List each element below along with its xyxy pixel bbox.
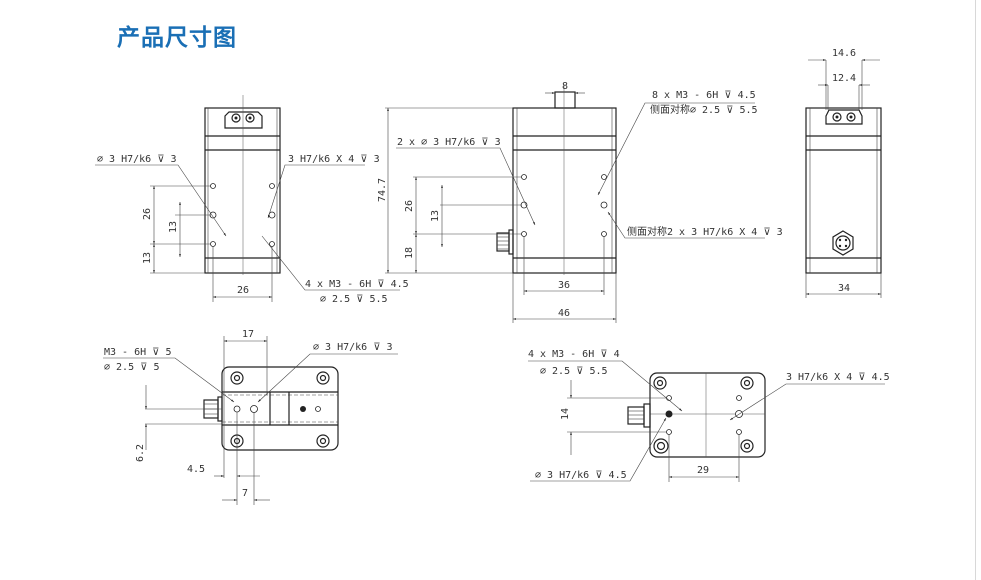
side-dim-8: 8 — [562, 81, 568, 92]
side-dim-26: 26 — [404, 200, 415, 212]
side-connector-icon — [627, 403, 651, 428]
top-connector-icon — [224, 111, 263, 129]
bottom-dim-29: 29 — [697, 465, 709, 476]
top-dim-17: 17 — [242, 329, 254, 340]
front-note-bottom-2: ∅ 2.5 ⊽ 5.5 — [320, 294, 388, 305]
side-note-left: 2 x ∅ 3 H7/k6 ⊽ 3 — [397, 137, 501, 148]
bottom-dim-14: 14 — [560, 408, 571, 420]
side-dim-46: 46 — [558, 308, 570, 319]
side-note-top-2: 侧面对称∅ 2.5 ⊽ 5.5 — [650, 103, 758, 116]
top-connector-icon — [825, 109, 863, 125]
front-dim-26-h: 26 — [237, 285, 249, 296]
round-connector-icon — [832, 230, 854, 256]
bottom-note-bottom: ∅ 3 H7/k6 ⊽ 4.5 — [535, 470, 627, 481]
side-dim-13: 13 — [430, 210, 441, 222]
top-dim-6-2: 6.2 — [135, 444, 146, 462]
bottom-note-top-2: ∅ 2.5 ⊽ 5.5 — [540, 366, 608, 377]
back-dim-12-4: 12.4 — [832, 73, 856, 84]
bottom-view: 14 29 4 x M3 - 6H ⊽ 4 ∅ 2.5 ⊽ 5.5 3 H7/k… — [528, 349, 890, 482]
top-note-right: ∅ 3 H7/k6 ⊽ 3 — [313, 342, 393, 353]
top-note-left-2: ∅ 2.5 ⊽ 5 — [104, 362, 159, 373]
top-view: 17 6.2 4.5 7 M3 - 6H ⊽ 5 ∅ 2.5 ⊽ 5 ∅ 3 H… — [103, 329, 398, 505]
divider — [975, 0, 976, 580]
front-dim-13-v: 13 — [168, 221, 179, 233]
back-view: 14.6 12.4 34 — [805, 48, 882, 298]
front-dim-26-v: 26 — [142, 208, 153, 220]
side-dim-74-7: 74.7 — [377, 178, 388, 202]
front-note-left: ∅ 3 H7/k6 ⊽ 3 — [97, 154, 177, 165]
side-view: 8 74.7 26 13 18 36 46 2 x ∅ 3 H7/k6 ⊽ 3 … — [377, 81, 783, 323]
back-dim-14-6: 14.6 — [832, 48, 856, 59]
mounting-tab — [554, 91, 576, 109]
front-view: ∅ 3 H7/k6 ⊽ 3 3 H7/k6 X 4 ⊽ 3 4 x M3 - 6… — [95, 95, 409, 305]
side-dim-18: 18 — [404, 247, 415, 259]
bottom-note-right: 3 H7/k6 X 4 ⊽ 4.5 — [786, 372, 890, 383]
screws — [230, 371, 330, 448]
screws — [653, 376, 754, 454]
top-dim-4-5: 4.5 — [187, 464, 205, 475]
front-note-bottom-1: 4 x M3 - 6H ⊽ 4.5 — [305, 279, 409, 290]
side-connector-icon — [496, 229, 514, 255]
bottom-note-top-1: 4 x M3 - 6H ⊽ 4 — [528, 349, 620, 360]
side-note-top-1: 8 x M3 - 6H ⊽ 4.5 — [652, 90, 756, 101]
top-dim-7: 7 — [242, 488, 248, 499]
front-dim-13-bottom: 13 — [142, 252, 153, 264]
top-note-left-1: M3 - 6H ⊽ 5 — [104, 347, 172, 358]
holes — [209, 183, 276, 247]
back-dim-34: 34 — [838, 283, 850, 294]
side-note-right: 侧面对称2 x 3 H7/k6 X 4 ⊽ 3 — [627, 225, 783, 238]
front-note-right: 3 H7/k6 X 4 ⊽ 3 — [288, 154, 380, 165]
side-dim-36: 36 — [558, 280, 570, 291]
page-title: 产品尺寸图 — [117, 25, 237, 51]
holes — [520, 174, 608, 237]
